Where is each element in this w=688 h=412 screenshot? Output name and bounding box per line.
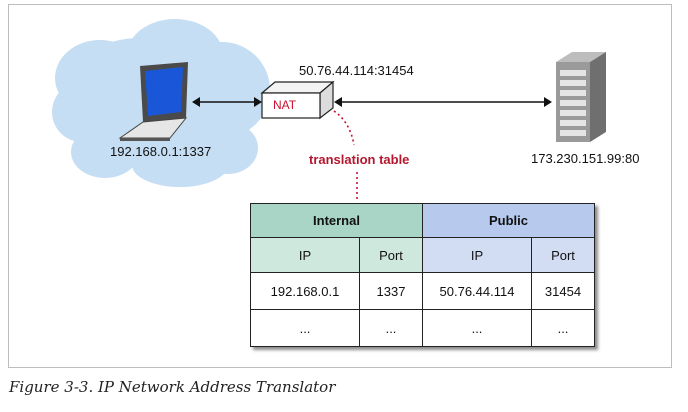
translation-table: Internal Public IP Port IP Port 192.168.… [250, 203, 595, 347]
nat-device-box [260, 80, 335, 120]
sub-header-row: IP Port IP Port [250, 237, 595, 273]
server-address: 173.230.151.99:80 [531, 151, 640, 166]
cell-internal-ip: 192.168.0.1 [250, 272, 360, 310]
cell-public-ip: 50.76.44.114 [422, 272, 532, 310]
cell-public-port: ... [531, 309, 595, 347]
translation-table-label: translation table [309, 152, 410, 167]
network-diagram [52, 19, 606, 202]
cell-internal-port: 1337 [359, 272, 423, 310]
subheader-internal-port: Port [359, 237, 423, 273]
link-arrow-nat-server [334, 97, 552, 107]
cell-public-port: 31454 [531, 272, 595, 310]
figure-caption: Figure 3-3. IP Network Address Translato… [9, 378, 336, 396]
nat-label: NAT [273, 98, 297, 112]
server-icon [556, 52, 606, 142]
header-internal: Internal [250, 203, 423, 238]
nat-public-address: 50.76.44.114:31454 [299, 63, 414, 78]
table-row: ... ... ... ... [250, 309, 595, 347]
translation-connector [333, 110, 358, 202]
subheader-public-port: Port [531, 237, 595, 273]
table-row: 192.168.0.1 1337 50.76.44.114 31454 [250, 272, 595, 310]
laptop-icon [118, 62, 188, 141]
subheader-public-ip: IP [422, 237, 532, 273]
cell-public-ip: ... [422, 309, 532, 347]
header-public: Public [422, 203, 595, 238]
link-arrow-client-nat [192, 97, 262, 107]
client-address: 192.168.0.1:1337 [110, 144, 212, 159]
cell-internal-ip: ... [250, 309, 360, 347]
cell-internal-port: ... [359, 309, 423, 347]
group-header-row: Internal Public [250, 203, 595, 238]
subheader-internal-ip: IP [250, 237, 360, 273]
